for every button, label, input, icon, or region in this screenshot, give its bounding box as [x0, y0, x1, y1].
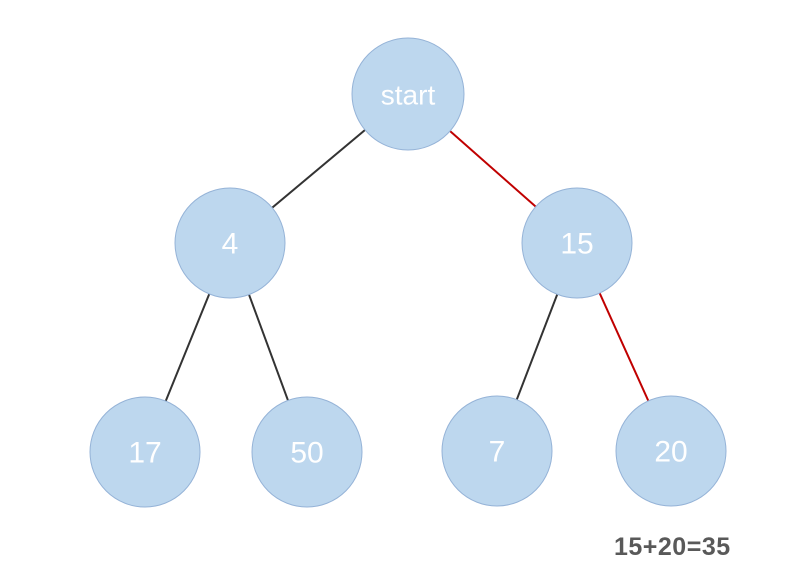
- tree-node-50: 50: [251, 396, 363, 508]
- tree-node-circle-15: [521, 187, 633, 299]
- tree-node-label-start: start: [381, 80, 436, 111]
- tree-node-start: start: [351, 37, 465, 151]
- sum-caption: 15+20=35: [614, 533, 731, 561]
- tree-node-circle-4: [174, 187, 286, 299]
- tree-node-circle-7: [441, 395, 553, 507]
- tree-node-17: 17: [89, 396, 201, 508]
- tree-node-7: 7: [441, 395, 553, 507]
- tree-node-20: 20: [615, 395, 727, 507]
- tree-node-label-50: 50: [290, 437, 323, 470]
- tree-node-circle-start: [351, 37, 465, 151]
- tree-node-4: 4: [174, 187, 286, 299]
- tree-nodes-layer: start 4 15 17 50 7 20: [89, 37, 727, 508]
- tree-node-circle-50: [251, 396, 363, 508]
- tree-node-label-20: 20: [654, 436, 687, 469]
- tree-node-label-15: 15: [560, 228, 593, 261]
- tree-node-15: 15: [521, 187, 633, 299]
- tree-node-label-4: 4: [222, 228, 239, 261]
- tree-node-circle-17: [89, 396, 201, 508]
- tree-node-label-7: 7: [489, 436, 506, 469]
- tree-node-label-17: 17: [128, 437, 161, 470]
- tree-node-circle-20: [615, 395, 727, 507]
